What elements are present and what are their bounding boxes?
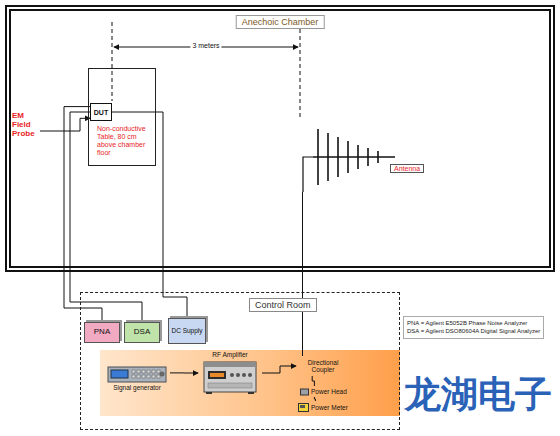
power-meter-icon	[298, 403, 309, 412]
dut-box: DUT	[90, 103, 112, 121]
table-box: Non-conductive Table, 80 cm above chambe…	[88, 68, 156, 166]
watermark: 龙湖电子	[404, 376, 552, 413]
signal-arrow	[40, 118, 90, 131]
chamber-region: Anechoic ChamberNon-conductive Table, 80…	[5, 5, 555, 272]
amplifier-device-text: RF Amplifier	[212, 351, 247, 359]
probe-label-text: EM Field Probe	[12, 112, 40, 138]
antenna-symbol	[300, 122, 440, 192]
control-room: Control RoomPNA DSA DC SupplySignal genera…	[80, 292, 400, 430]
signal-arrow	[170, 372, 198, 373]
power-head: Power Head	[300, 386, 348, 397]
power-meter-text: Power Meter	[311, 404, 348, 411]
power-head-text: Power Head	[311, 388, 347, 395]
probe-label: EM Field Probe	[12, 112, 40, 150]
watermark-holder: 龙湖电子	[404, 376, 552, 413]
power-meter: Power Meter	[298, 401, 356, 413]
reference-line	[300, 22, 301, 120]
dut-box-text: DUT	[94, 109, 108, 116]
amplifier-device: RF Amplifier	[198, 347, 262, 399]
analyzer-box-text: DSA	[134, 328, 150, 337]
supply-box-text: DC Supply	[171, 327, 202, 334]
generator-device: Signal generator	[104, 361, 170, 395]
cable-line	[312, 376, 314, 386]
cable-line	[314, 397, 315, 401]
control-room-text: Control Room	[249, 298, 317, 312]
table-box-text: Non-conductive Table, 80 cm above chambe…	[97, 125, 153, 157]
power-head-icon	[300, 388, 309, 396]
supply-box: DC Supply	[168, 318, 206, 344]
generator-picture	[107, 364, 167, 384]
analyzer-box: PNA	[84, 322, 120, 343]
coupler-label-text: Directional Coupler	[296, 359, 350, 373]
abbreviation-note: PNA = Agilent E5052B Phase Noise Analyze…	[407, 319, 540, 327]
analyzer-box: DSA	[124, 322, 160, 343]
coupler-label: Directional Coupler	[296, 356, 350, 376]
dimension-label: 3 meters	[192, 42, 219, 49]
amplifier-picture	[202, 359, 258, 395]
dimension-label-holder: 3 meters	[190, 42, 221, 49]
cable-line	[302, 192, 303, 356]
reference-line	[112, 22, 113, 101]
antenna: Antenna	[300, 122, 440, 192]
abbreviation-box: PNA = Agilent E5052B Phase Noise Analyze…	[403, 316, 544, 339]
abbreviation-note: DSA = Agilent DSO80604A Digital Signal A…	[407, 327, 540, 335]
generator-device-text: Signal generator	[113, 384, 161, 392]
chamber-region-text: Anechoic Chamber	[236, 15, 325, 29]
antenna-text: Antenna	[390, 164, 424, 173]
signal-arrow	[262, 366, 296, 373]
analyzer-box-text: PNA	[94, 328, 110, 337]
